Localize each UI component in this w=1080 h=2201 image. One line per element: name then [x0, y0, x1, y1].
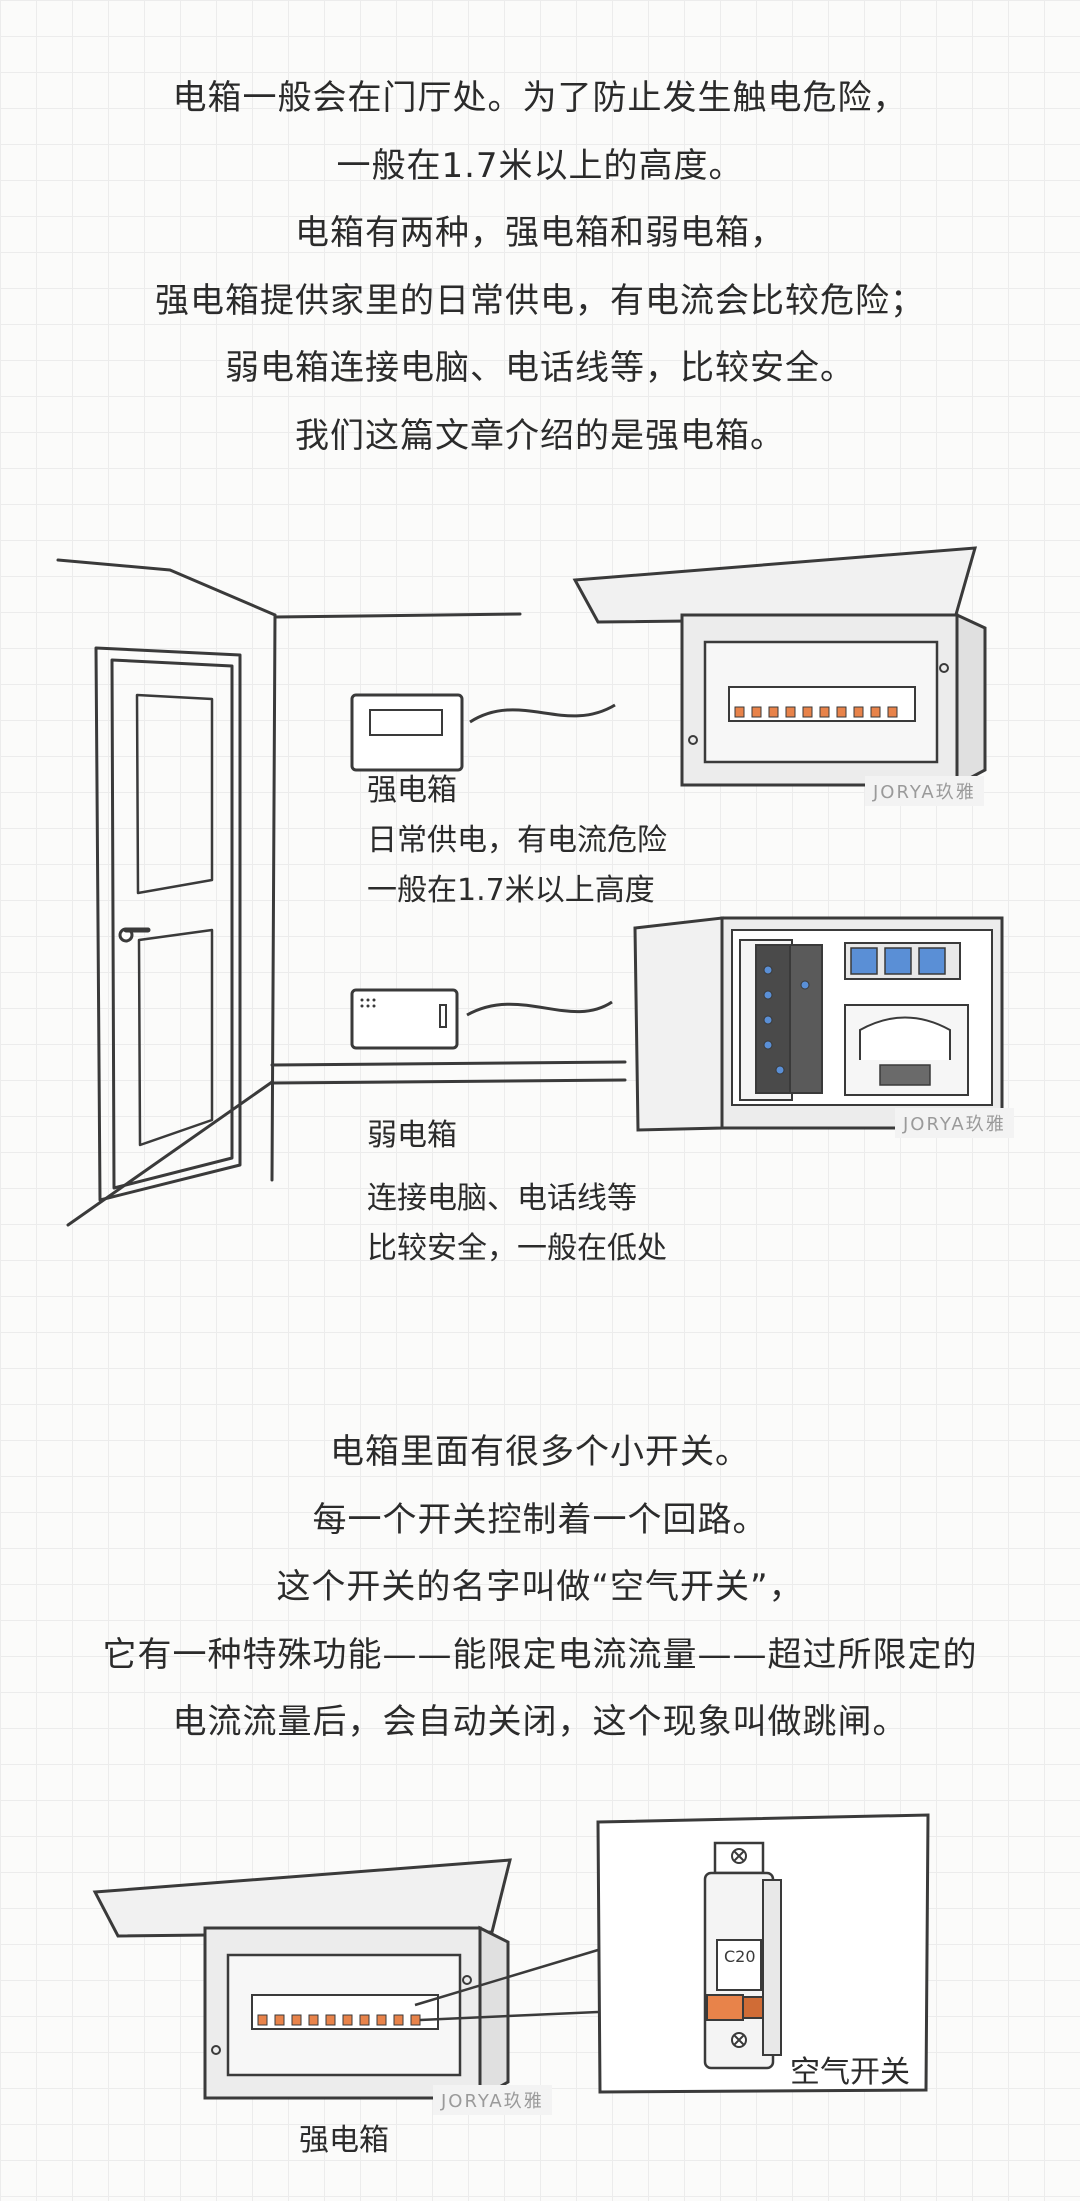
room-illustration	[56, 546, 1004, 1227]
strong-box-desc-2: 一般在1.7米以上高度	[367, 873, 655, 908]
section2-text: 电箱里面有很多个小开关。 每一个开关控制着一个回路。 这个开关的名字叫做“空气开…	[0, 1419, 1080, 1757]
strong-box-cable	[469, 703, 616, 724]
section2-line: 电流流量后，会自动关闭，这个现象叫做跳闸。	[172, 1702, 908, 1742]
floor-line-back	[270, 1060, 627, 1067]
strong-box-title: 强电箱	[367, 773, 457, 808]
door-panel-top	[135, 693, 214, 895]
wall-ceiling-line	[273, 612, 522, 619]
weak-box-cable	[466, 1000, 613, 1017]
intro-text: 电箱一般会在门厅处。为了防止发生触电危险， 一般在1.7米以上的高度。 电箱有两…	[0, 65, 1080, 470]
intro-line: 弱电箱连接电脑、电话线等，比较安全。	[225, 348, 855, 388]
section2-line: 每一个开关控制着一个回路。	[312, 1499, 768, 1540]
intro-line: 电箱一般会在门厅处。为了防止发生触电危险，	[172, 78, 908, 118]
intro-line: 强电箱提供家里的日常供电，有电流会比较危险；	[155, 280, 925, 321]
weak-box-desc-1: 连接电脑、电话线等	[367, 1181, 637, 1216]
section2-line: 电箱里面有很多个小开关。	[330, 1432, 750, 1472]
weak-box-desc-2: 比较安全，一般在低处	[367, 1231, 667, 1266]
door-panel-bottom	[137, 928, 214, 1147]
strong-box-small	[350, 693, 464, 772]
door-leaf	[110, 658, 234, 1190]
air-switch-label: 空气开关	[790, 2055, 910, 2090]
strong-box-large-2	[92, 1858, 512, 2101]
watermark: JORYA玖雅	[865, 776, 984, 806]
section2-line: 这个开关的名字叫做“空气开关”，	[276, 1567, 804, 1607]
strong-box-desc-1: 日常供电，有电流危险	[367, 823, 667, 858]
section2-line: 它有一种特殊功能——能限定电流流量——超过所限定的	[102, 1634, 978, 1675]
wall-corner-line	[270, 613, 277, 1182]
floor-diagonal	[66, 1080, 274, 1227]
weak-box-large	[633, 916, 1004, 1132]
wall-top-line	[56, 558, 277, 617]
door-frame	[94, 646, 242, 1202]
intro-line: 一般在1.7米以上的高度。	[336, 145, 744, 186]
strong-box-large	[572, 546, 987, 788]
floor-line-front	[270, 1078, 627, 1085]
watermark: JORYA玖雅	[895, 1108, 1014, 1138]
intro-line: 我们这篇文章介绍的是强电箱。	[295, 415, 785, 456]
watermark: JORYA玖雅	[433, 2085, 552, 2115]
intro-line: 电箱有两种，强电箱和弱电箱，	[295, 213, 785, 253]
air-switch-icon: C20	[703, 1841, 782, 2070]
breaker-box-label: 强电箱	[299, 2123, 389, 2158]
weak-box-small	[350, 988, 459, 1050]
switch-rating: C20	[724, 1947, 756, 1966]
weak-box-title: 弱电箱	[367, 1118, 457, 1153]
